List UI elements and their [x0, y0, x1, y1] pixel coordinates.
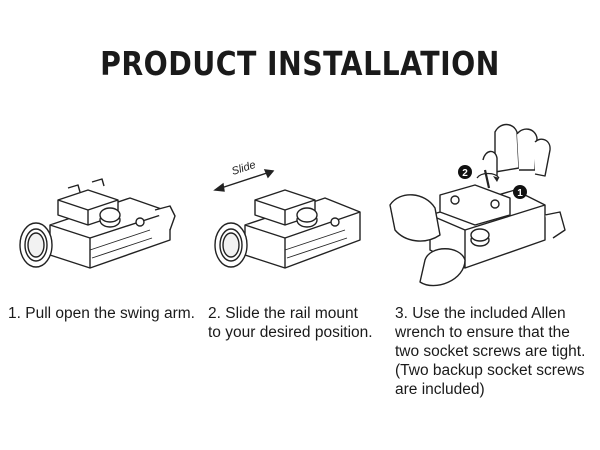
caption-line: to your desired position.: [208, 324, 373, 341]
slide-label: Slide: [230, 159, 257, 178]
page-title: PRODUCT INSTALLATION: [100, 44, 500, 83]
caption-line: 2. Slide the rail mount: [208, 305, 358, 322]
caption-line: wrench to ensure that the: [395, 324, 570, 341]
caption-line: are included): [395, 381, 485, 398]
caption-line: (Two backup socket screws: [395, 362, 585, 379]
rotate-arrow-icon: [476, 172, 500, 179]
step-1-illustration: [10, 170, 180, 280]
allen-wrench-drawing: 2 1: [389, 123, 566, 287]
caption-line: 3. Use the included Allen: [395, 305, 566, 322]
caption-line: 1. Pull open the swing arm.: [8, 305, 195, 322]
step-3-illustration: 2 1: [385, 120, 595, 295]
step-1-caption: 1. Pull open the swing arm.: [8, 304, 195, 323]
step-3-caption: 3. Use the included Allen wrench to ensu…: [395, 304, 585, 399]
marker-1-icon: [513, 185, 527, 199]
marker-1-label: 1: [517, 188, 523, 199]
light-unit-slide-drawing: Slide: [213, 159, 361, 269]
slide-arrow: [214, 170, 274, 191]
light-unit-drawing: [19, 178, 176, 269]
marker-2-label: 2: [462, 168, 468, 179]
caption-line: two socket screws are tight.: [395, 343, 586, 360]
step-2-caption: 2. Slide the rail mount to your desired …: [208, 304, 373, 342]
marker-2-icon: [458, 165, 472, 179]
step-2-illustration: Slide: [205, 155, 370, 280]
